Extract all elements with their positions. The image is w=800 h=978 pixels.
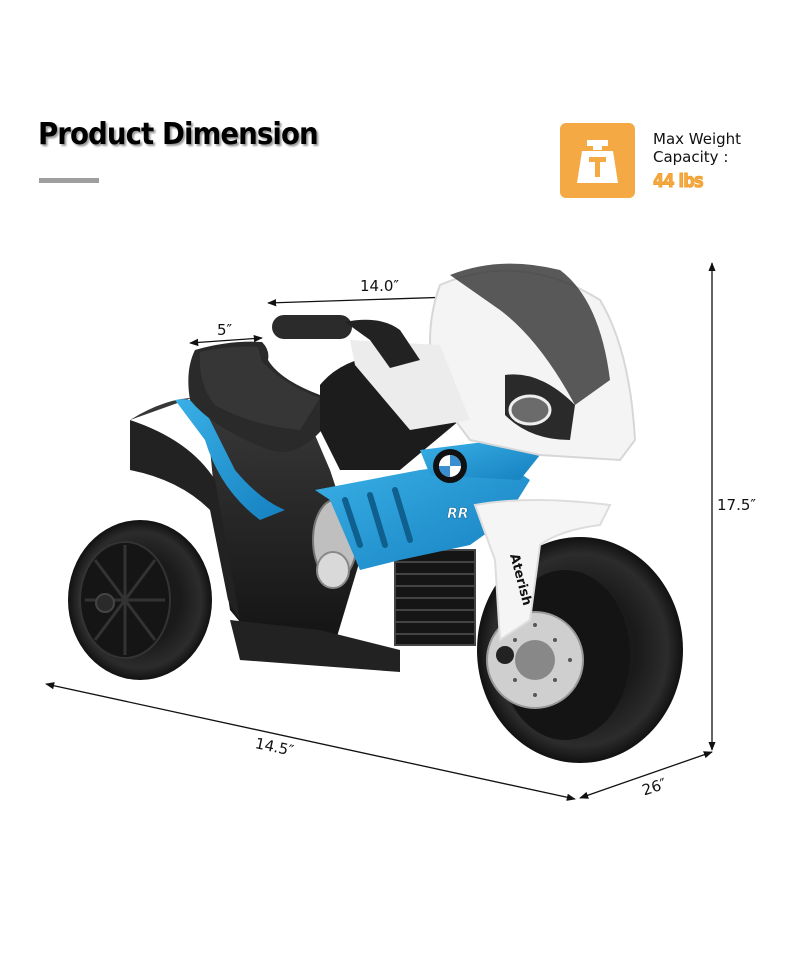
height-label: 17.5″ [717,496,757,514]
rear-wheel [68,520,212,680]
rr-badge: RR [447,506,469,522]
weight-capacity-label: Max Weight Capacity : [653,130,741,166]
weight-capacity-value: 44 lbs [653,170,704,193]
page-title: Product Dimension [38,117,319,152]
seat-length-label: 5″ [217,321,233,339]
title-underline [39,178,99,183]
weight-icon [560,123,635,198]
weight-label-line1: Max Weight [653,130,742,148]
bmw-logo [433,449,467,483]
motorcycle-body: RR [130,263,637,672]
handlebar-width-label: 14.0″ [360,277,400,295]
weight-label-line2: Capacity : [653,148,729,166]
front-fork: Aterish [473,499,612,642]
